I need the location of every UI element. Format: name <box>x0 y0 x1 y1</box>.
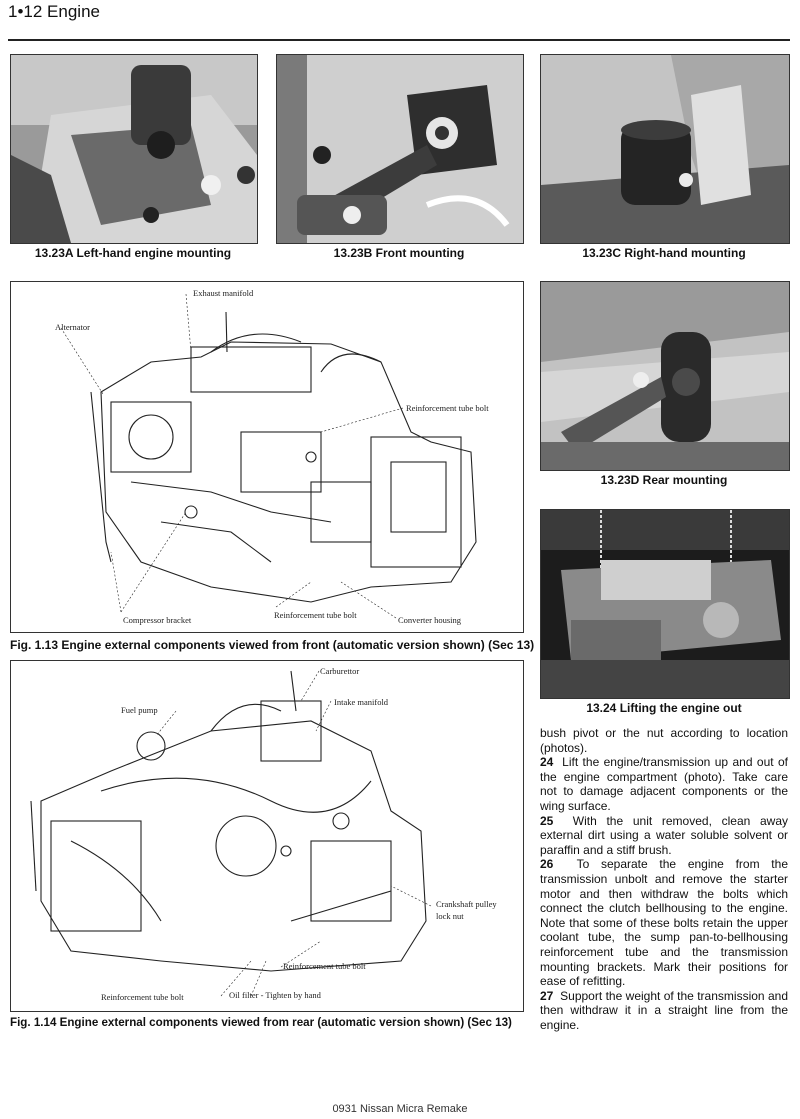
figure-1-13-caption: Fig. 1.13 Engine external components vie… <box>10 638 535 652</box>
page-footer: 0931 Nissan Micra Remake <box>332 1103 468 1115</box>
figure-1-14-diagram: Carburettor Fuel pump Intake manifold Cr… <box>10 660 524 1012</box>
step-text: To separate the engine from the transmis… <box>540 857 788 989</box>
fig-label-compressor-bracket: Compressor bracket <box>123 615 192 625</box>
photo-front-mounting <box>276 54 524 244</box>
body-paragraph: bush pivot or the nut according to locat… <box>540 726 788 755</box>
fig-label-reinforcement-tube-bolt: Reinforcement tube bolt <box>101 992 184 1002</box>
body-paragraph: 24 Lift the engine/transmission up and o… <box>540 755 788 813</box>
figure-1-14-caption: Fig. 1.14 Engine external components vie… <box>10 1016 512 1029</box>
step-number: 26 <box>540 857 554 872</box>
page-header: 1•12 Engine <box>8 2 100 21</box>
photo-right-hand-mounting <box>540 54 790 244</box>
fig-label-fuel-pump: Fuel pump <box>121 705 158 715</box>
fig-label-reinforcement-tube-bolt: Reinforcement tube bolt <box>406 403 489 413</box>
photo-caption: 13.23B Front mounting <box>333 246 465 260</box>
figure-1-13-diagram: Exhaust manifold Alternator Reinforcemen… <box>10 281 524 633</box>
photo-caption: 13.24 Lifting the engine out <box>586 701 742 715</box>
fig-label-crankshaft-pulley: Crankshaft pulley <box>436 899 497 909</box>
body-paragraph: 25 With the unit removed, clean away ext… <box>540 814 788 858</box>
photo-caption: 13.23C Right-hand mounting <box>582 246 746 260</box>
photo-caption: 13.23D Rear mounting <box>600 473 728 487</box>
body-paragraph: 26 To separate the engine from the trans… <box>540 857 788 988</box>
fig-label-oil-filter: Oil filter - Tighten by hand <box>229 990 321 1000</box>
header-divider <box>8 39 790 41</box>
step-number: 27 <box>540 988 554 1003</box>
photo-caption: 13.23A Left-hand engine mounting <box>34 246 232 260</box>
step-text: Lift the engine/transmission up and out … <box>540 755 788 813</box>
fig-label-lock-nut: lock nut <box>436 911 464 921</box>
fig-label-reinforcement-tube-bolt: Reinforcement tube bolt <box>283 961 366 971</box>
fig-label-converter-housing: Converter housing <box>398 615 462 625</box>
body-paragraph: 27 Support the weight of the transmissio… <box>540 989 788 1033</box>
body-text: bush pivot or the nut according to locat… <box>540 726 788 1032</box>
fig-label-exhaust-manifold: Exhaust manifold <box>193 288 254 298</box>
photo-rear-mounting <box>540 281 790 471</box>
step-text: With the unit removed, clean away extern… <box>540 813 789 857</box>
photo-lifting-engine <box>540 509 790 699</box>
photo-left-hand-mounting <box>10 54 258 244</box>
step-number: 25 <box>540 813 554 828</box>
step-number: 24 <box>540 755 554 770</box>
step-text: Support the weight of the transmission a… <box>540 988 788 1032</box>
fig-label-carburettor: Carburettor <box>320 666 360 676</box>
fig-label-intake-manifold: Intake manifold <box>334 697 389 707</box>
fig-label-reinforcement-tube-bolt: Reinforcement tube bolt <box>274 610 357 620</box>
fig-label-alternator: Alternator <box>55 322 90 332</box>
